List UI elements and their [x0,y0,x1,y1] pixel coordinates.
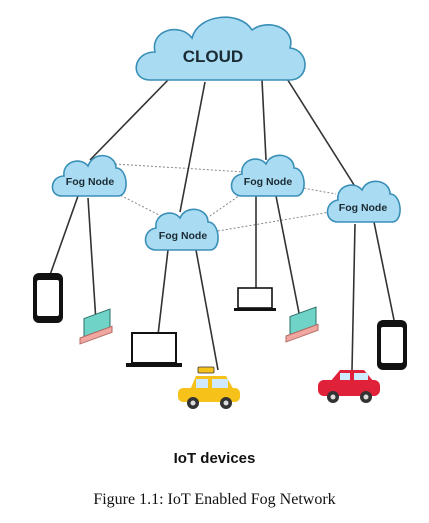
link-fog2-taxi [195,249,219,371]
fog-node-label: Fog Node [66,176,115,188]
fog-node-1: Fog Node [51,154,127,197]
link-cloud-fog4 [283,73,357,189]
cloud-label: CLOUD [183,47,243,66]
laptop-icon [79,308,113,345]
fog-node-2: Fog Node [144,208,219,251]
fog-node-label: Fog Node [339,202,388,214]
laptop-icon [126,332,182,367]
link-fog4-phone [373,221,395,321]
network-links [49,73,395,371]
link-cloud-fog3 [261,79,267,161]
link-fog1-laptop [87,197,97,323]
link-fog2-laptop [157,249,169,336]
peer-link-3-4 [291,185,337,195]
figure-caption: Figure 1.1: IoT Enabled Fog Network [93,491,336,508]
link-cloud-fog2 [179,81,206,213]
peer-link-2-4 [205,210,337,234]
cloud-icon: CLOUD [135,16,306,81]
taxi-car-icon [178,366,240,409]
link-fog1-phone [49,195,79,276]
smartphone-icon [33,273,63,323]
smartphone-icon [377,320,407,370]
laptop-icon [234,287,276,311]
link-fog4-car [351,223,356,371]
fog-node-4: Fog Node [326,180,401,223]
laptop-icon [285,306,319,343]
fog-node-label: Fog Node [244,176,293,188]
link-cloud-fog1 [89,79,169,161]
red-car-icon [318,370,380,403]
fog-node-label: Fog Node [159,230,208,242]
iot-devices-label: IoT devices [173,450,256,467]
peer-link-1-3 [114,163,246,173]
fog-node-3: Fog Node [230,154,305,197]
link-fog3-laptop2 [275,195,301,319]
